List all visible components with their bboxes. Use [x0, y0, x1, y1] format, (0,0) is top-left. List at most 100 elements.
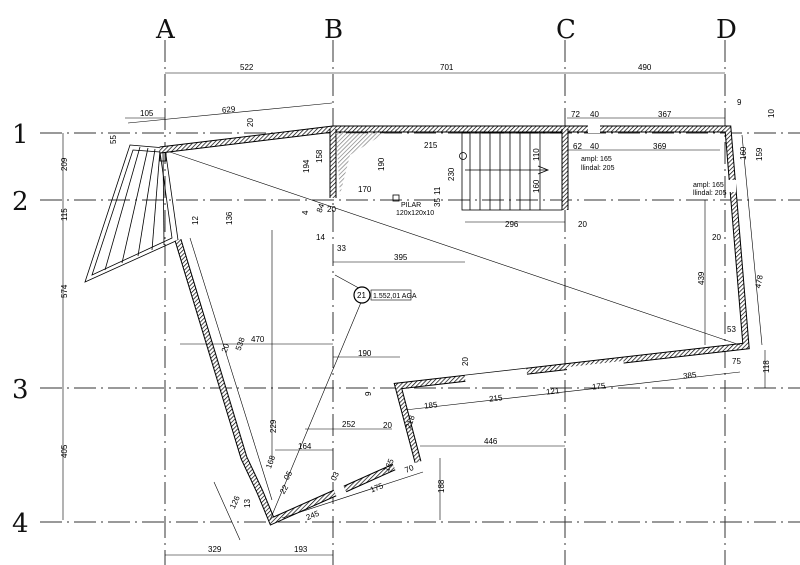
- dim-label: 55: [109, 135, 118, 144]
- dim-label: 252: [342, 420, 356, 429]
- dim-label: 13: [243, 499, 252, 508]
- dim-label: 20: [578, 220, 587, 229]
- dim-label: 62: [573, 142, 582, 151]
- dim-label: 115: [60, 208, 69, 221]
- dim-label: 446: [484, 437, 498, 446]
- dim-label: 522: [240, 63, 254, 72]
- dim-label: 14: [316, 233, 325, 242]
- dim-label: 05: [282, 469, 295, 482]
- dim-label: 75: [732, 357, 741, 366]
- dim-label: 20: [461, 357, 470, 366]
- dim-label: 629: [222, 104, 237, 114]
- dim-label: 160: [532, 179, 541, 193]
- dim-label: 10: [767, 109, 776, 118]
- axis-label-3: 3: [12, 375, 29, 405]
- dim-label: 20: [712, 233, 721, 242]
- dim-label: 193: [294, 545, 308, 554]
- dim-label: 4: [301, 210, 310, 215]
- axis-label-D: D: [716, 15, 737, 45]
- dim-label: 20: [220, 342, 232, 354]
- opening-llindal: llindal: 205: [693, 190, 727, 197]
- dim-label: 72: [571, 110, 580, 119]
- dim-label: 136: [225, 211, 234, 225]
- dim-label: 9: [737, 98, 742, 107]
- dim-label: 168: [264, 454, 277, 470]
- walls: [159, 125, 750, 526]
- dim-label: 20: [383, 421, 392, 430]
- balcony: [84, 144, 179, 283]
- dim-label: 84: [315, 202, 327, 214]
- axis-labels: A B C D 1 2 3 4: [12, 15, 737, 539]
- dim-label: 9: [364, 391, 373, 396]
- dim-label: 12: [191, 216, 200, 225]
- dim-label: 110: [532, 148, 541, 161]
- dim-label: 170: [358, 185, 372, 194]
- dim-label: 53: [727, 325, 736, 334]
- dim-label: 11: [433, 186, 442, 195]
- dim-label: 490: [638, 63, 652, 72]
- dim-label: 175: [369, 481, 385, 495]
- dim-label: 215: [424, 141, 438, 150]
- opening-llindal: llindal: 205: [581, 165, 615, 172]
- dim-label: 367: [658, 110, 672, 119]
- pillar-size: 120x120x10: [396, 210, 434, 217]
- dim-label: 574: [60, 284, 69, 298]
- dim-label: 159: [755, 147, 764, 161]
- dim-label: 185: [424, 400, 439, 410]
- dim-label: 22: [278, 483, 291, 496]
- dim-label: 158: [315, 149, 324, 163]
- dimension-lines: [62, 72, 766, 556]
- dim-label: 701: [440, 63, 454, 72]
- dim-label: 329: [208, 545, 222, 554]
- axis-label-A: A: [155, 15, 176, 45]
- dim-label: 218: [404, 414, 417, 430]
- annotations: PILAR 120x120x10 ampl: 165 llindal: 205 …: [396, 156, 727, 217]
- dim-label: 40: [590, 142, 599, 151]
- dim-label: 190: [358, 349, 372, 358]
- dim-label: 478: [754, 274, 765, 289]
- dim-label: 190: [377, 157, 386, 171]
- room-area-label: 1.552,01 AGA: [373, 293, 417, 300]
- dim-label: 70: [403, 463, 415, 475]
- dim-label: 215: [489, 393, 504, 403]
- dim-label: 439: [697, 271, 706, 285]
- opening-ampl: ampl: 165: [693, 182, 724, 189]
- dim-label: 121: [546, 386, 561, 396]
- dim-label: 538: [234, 336, 247, 352]
- opening-ampl: ampl: 165: [581, 156, 612, 163]
- dim-label: 20: [327, 205, 336, 214]
- dim-label: 369: [653, 142, 667, 151]
- dim-label: 35: [433, 198, 442, 207]
- staircase: [336, 132, 563, 211]
- grid-lines: [40, 40, 800, 565]
- axis-label-B: B: [324, 15, 343, 45]
- dimension-labels: 522 701 490 105 629 20 55 209 115 574 40…: [60, 63, 776, 554]
- dim-label: 40: [590, 110, 599, 119]
- axis-label-C: C: [556, 15, 576, 45]
- dim-label: 229: [269, 419, 278, 433]
- dim-label: 385: [683, 370, 698, 380]
- axis-label-1: 1: [12, 120, 29, 150]
- dim-label: 33: [337, 244, 346, 253]
- dim-label: 118: [762, 360, 771, 373]
- dim-label: 296: [505, 220, 519, 229]
- pillar-label: PILAR: [401, 202, 421, 209]
- dim-label: 164: [298, 442, 312, 451]
- dim-label: 03: [329, 470, 341, 482]
- dim-label: 20: [246, 118, 255, 127]
- axis-label-4: 4: [12, 509, 29, 539]
- dim-label: 395: [394, 253, 408, 262]
- dim-label: 160: [739, 146, 748, 160]
- dim-label: 188: [437, 479, 446, 493]
- dim-label: 175: [592, 381, 607, 391]
- dim-label: 405: [60, 444, 69, 458]
- axis-label-2: 2: [12, 187, 29, 217]
- dim-label: 126: [228, 494, 242, 510]
- room-tag: 21 1.552,01 AGA: [353, 286, 417, 304]
- dim-label: 230: [447, 167, 456, 181]
- dim-label: 209: [60, 157, 69, 171]
- dim-label: 470: [251, 335, 265, 344]
- dim-label: 194: [302, 159, 311, 173]
- dim-label: 105: [140, 109, 154, 118]
